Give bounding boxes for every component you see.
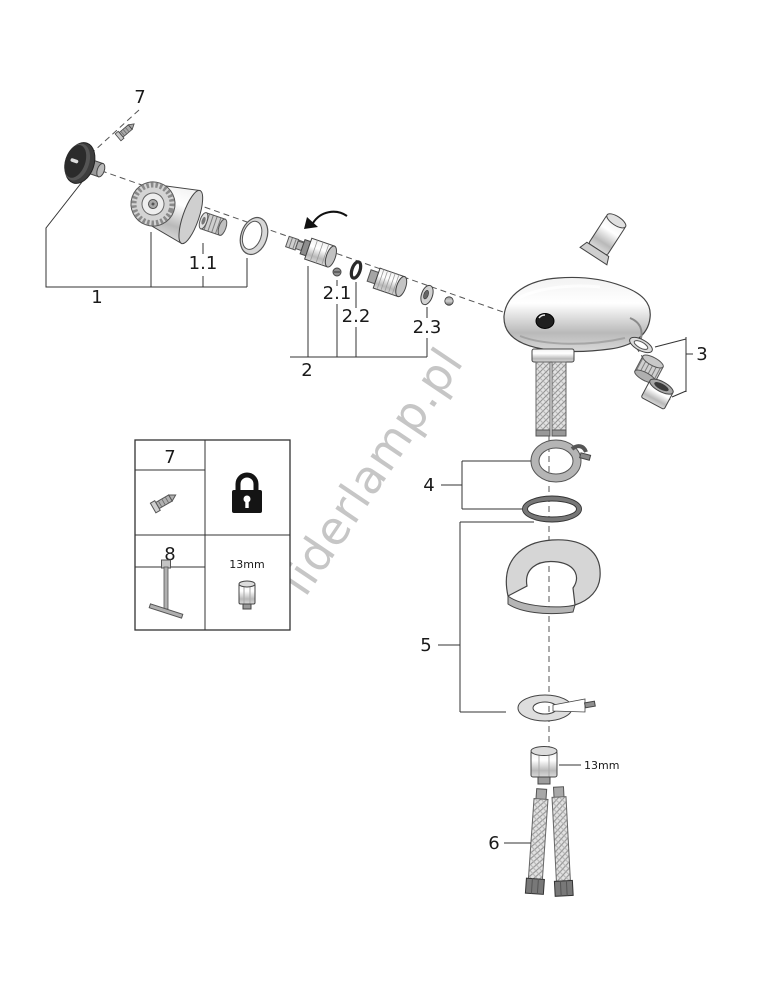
- cartridge-washer: [420, 284, 434, 306]
- callout-2: 2: [301, 360, 312, 381]
- callout-3: 3: [696, 344, 707, 365]
- body-oring: [522, 495, 582, 523]
- handle-adapter: [198, 212, 228, 236]
- horseshoe-washer: [517, 694, 596, 722]
- legend-row1-label: 7: [164, 447, 175, 468]
- callout-2-1: 2.1: [323, 283, 352, 304]
- callout-4: 4: [423, 475, 434, 496]
- trim-ring: [239, 216, 269, 256]
- callout-7: 7: [134, 87, 145, 108]
- callout-6: 6: [488, 833, 499, 854]
- handle-cap: [64, 142, 106, 184]
- faucet-body: [503, 213, 651, 437]
- aerator-washer: [629, 336, 653, 354]
- legend-box: 7 8 13mm: [134, 439, 291, 631]
- cartridge-oring: [349, 260, 363, 280]
- clamp-ring: [530, 439, 592, 483]
- legend-row2-label: 8: [164, 544, 175, 565]
- callout-5: 5: [420, 635, 431, 656]
- supply-shank: [535, 361, 567, 437]
- mounting-bracket: [505, 539, 601, 615]
- screw-icon: [149, 494, 177, 514]
- leader-lines: [45, 181, 693, 844]
- nut-size-label: 13mm: [584, 759, 619, 772]
- handle: [130, 181, 204, 245]
- watermark-text: liderlamp.pl: [270, 338, 474, 605]
- cartridge: [284, 235, 337, 268]
- padlock-icon: [232, 472, 262, 513]
- socket-wrench-icon: [148, 559, 184, 619]
- cartridge-sleeve: [366, 267, 408, 298]
- cap-screw: [114, 123, 135, 142]
- callout-2-2: 2.2: [342, 306, 371, 327]
- aerator-shell: [641, 378, 674, 410]
- hose-right: [551, 786, 574, 897]
- mounting-nut: [530, 746, 558, 785]
- cartridge-ball: [444, 296, 454, 306]
- callout-1-1: 1.1: [189, 253, 218, 274]
- hex-bit-icon: [238, 580, 256, 610]
- rotation-arrow-icon: [304, 210, 348, 229]
- cartridge-screw: [332, 267, 342, 277]
- callout-1: 1: [91, 287, 102, 308]
- hose-left: [524, 788, 549, 895]
- callout-2-3: 2.3: [413, 317, 442, 338]
- legend-tool-size: 13mm: [229, 558, 264, 571]
- faucet-button: [535, 313, 555, 329]
